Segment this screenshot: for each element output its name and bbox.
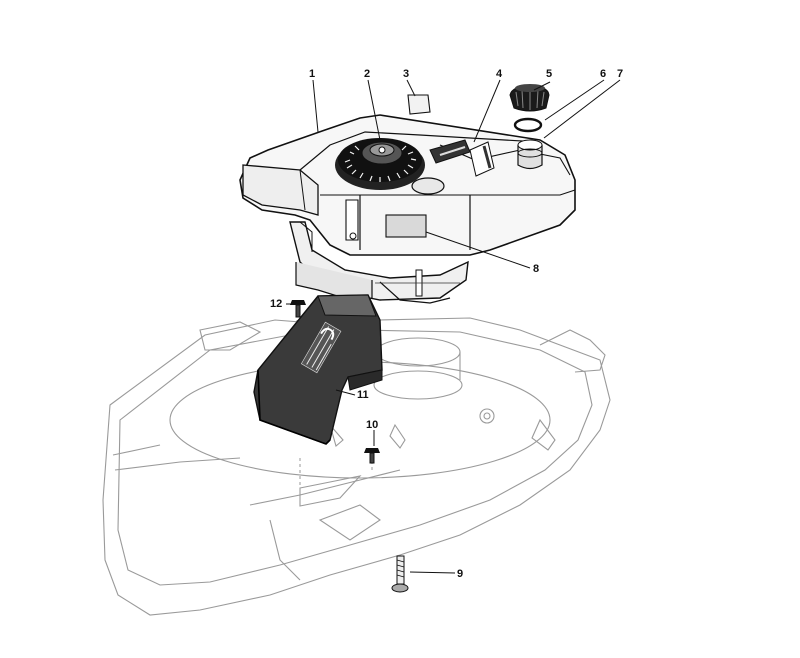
callout-8: 8	[533, 263, 539, 275]
callout-6: 6	[600, 68, 606, 80]
callout-10: 10	[366, 419, 378, 431]
screw-12	[290, 300, 306, 318]
callout-7: 7	[617, 68, 623, 80]
callout-5: 5	[546, 68, 552, 80]
fuel-cap	[509, 84, 550, 112]
callout-4: 4	[496, 68, 503, 80]
callout-11: 11	[357, 389, 369, 401]
callout-3: 3	[403, 68, 409, 80]
callout-2: 2	[364, 68, 370, 80]
callout-9: 9	[457, 568, 463, 580]
leader-lines	[286, 79, 621, 574]
discharge-chute	[253, 294, 383, 445]
bolt-9	[391, 555, 409, 593]
callout-labels: 1 2 3 4 5 6 7 8 9 10 11 12	[270, 68, 623, 580]
callout-1: 1	[309, 68, 315, 80]
callout-12: 12	[270, 298, 282, 310]
engine-assembly	[239, 94, 576, 304]
fuel-cap-gasket	[513, 117, 543, 133]
screw-10	[364, 448, 380, 464]
